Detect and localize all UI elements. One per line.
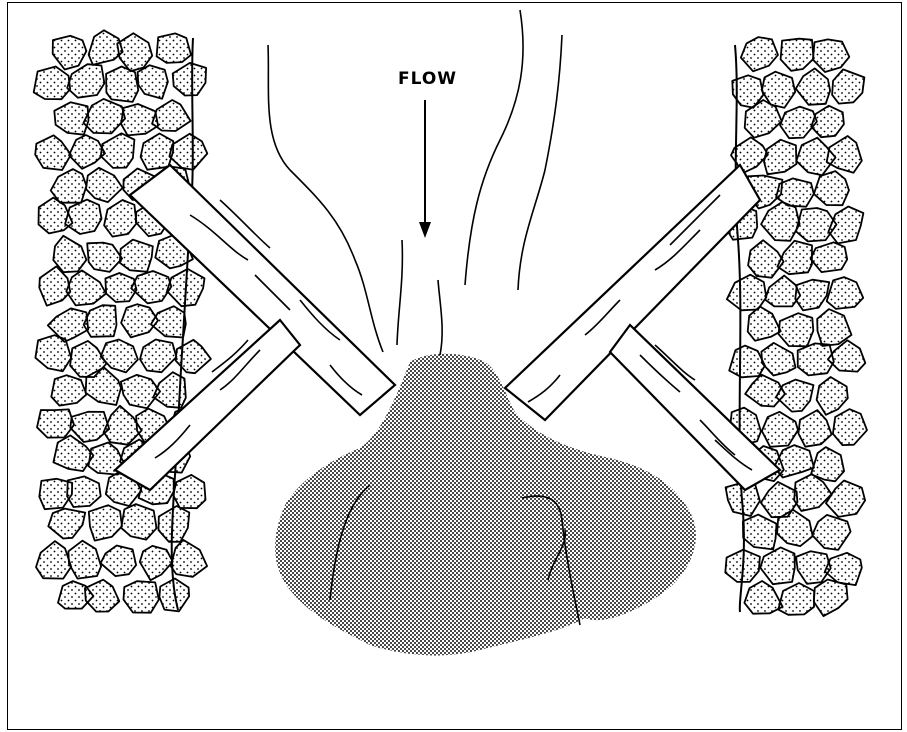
rock bbox=[68, 541, 101, 579]
rock bbox=[67, 476, 101, 507]
rock bbox=[51, 169, 87, 203]
rock bbox=[121, 504, 156, 539]
rock bbox=[140, 546, 173, 580]
rock bbox=[89, 505, 122, 540]
rock bbox=[780, 107, 817, 139]
rock bbox=[124, 581, 159, 613]
rock bbox=[35, 135, 71, 170]
rock bbox=[87, 243, 122, 272]
rock bbox=[727, 275, 766, 311]
rock bbox=[811, 242, 848, 272]
rock bbox=[776, 380, 813, 412]
rock bbox=[159, 579, 189, 612]
rock bbox=[778, 583, 814, 615]
rock bbox=[51, 375, 86, 405]
right-upper-deflector bbox=[505, 165, 760, 420]
rock bbox=[86, 168, 123, 202]
rock bbox=[762, 412, 798, 447]
rock bbox=[779, 313, 814, 346]
rock bbox=[84, 99, 126, 133]
rock bbox=[743, 515, 777, 550]
rock bbox=[151, 306, 186, 337]
rock bbox=[813, 39, 849, 72]
rock bbox=[725, 550, 760, 582]
flow-arrow bbox=[419, 100, 431, 238]
rock bbox=[169, 134, 207, 170]
rock bbox=[814, 580, 848, 617]
rock bbox=[829, 207, 864, 244]
rock bbox=[67, 64, 104, 98]
rock bbox=[748, 240, 784, 278]
rock bbox=[117, 33, 152, 71]
rock bbox=[171, 540, 207, 577]
rock bbox=[173, 63, 206, 96]
rock bbox=[140, 340, 176, 373]
rock bbox=[37, 409, 74, 437]
rock bbox=[798, 410, 831, 447]
rock bbox=[832, 69, 864, 103]
rock bbox=[814, 171, 849, 205]
rock bbox=[833, 409, 867, 445]
rock bbox=[106, 67, 138, 102]
rock bbox=[765, 276, 800, 307]
rock bbox=[173, 475, 205, 508]
rock bbox=[141, 134, 174, 170]
rock bbox=[795, 280, 829, 311]
rock bbox=[34, 67, 70, 100]
rock bbox=[84, 305, 117, 337]
rock bbox=[777, 241, 812, 274]
rock bbox=[760, 547, 795, 584]
rock bbox=[53, 36, 87, 70]
rock bbox=[35, 335, 71, 371]
rock bbox=[811, 106, 844, 138]
rock bbox=[101, 133, 135, 168]
rock bbox=[781, 39, 814, 71]
rock bbox=[152, 100, 191, 131]
sediment-deposit bbox=[275, 354, 696, 656]
rock bbox=[827, 277, 864, 309]
rock bbox=[36, 541, 71, 579]
right-bank-riprap bbox=[725, 37, 867, 616]
rock bbox=[104, 200, 136, 237]
rock bbox=[812, 515, 850, 550]
rock bbox=[826, 481, 865, 517]
rock bbox=[70, 412, 109, 442]
rock bbox=[167, 269, 205, 306]
rock bbox=[138, 65, 168, 99]
rock bbox=[827, 136, 862, 173]
rock bbox=[796, 551, 831, 584]
rock bbox=[761, 202, 800, 241]
rock bbox=[153, 372, 185, 408]
rock bbox=[101, 340, 138, 373]
rock bbox=[159, 506, 190, 542]
rock bbox=[157, 33, 191, 63]
rock bbox=[131, 271, 171, 303]
rock bbox=[764, 140, 796, 175]
rock bbox=[748, 307, 781, 341]
rock bbox=[53, 236, 86, 272]
rock bbox=[69, 135, 105, 169]
rock bbox=[101, 546, 137, 577]
rock bbox=[817, 377, 848, 415]
rock bbox=[761, 343, 795, 376]
rock bbox=[66, 270, 106, 305]
rock bbox=[774, 445, 814, 477]
rock bbox=[744, 581, 782, 614]
rock bbox=[65, 200, 101, 234]
rock bbox=[796, 68, 830, 104]
rock bbox=[121, 375, 160, 409]
rock bbox=[729, 346, 765, 378]
rock bbox=[48, 509, 85, 539]
left-bank-riprap bbox=[34, 30, 211, 612]
rock bbox=[54, 102, 88, 134]
rock bbox=[741, 37, 778, 71]
flow-label: FLOW bbox=[398, 69, 457, 89]
rock bbox=[120, 240, 153, 272]
rock bbox=[777, 510, 813, 546]
rock bbox=[85, 580, 119, 612]
